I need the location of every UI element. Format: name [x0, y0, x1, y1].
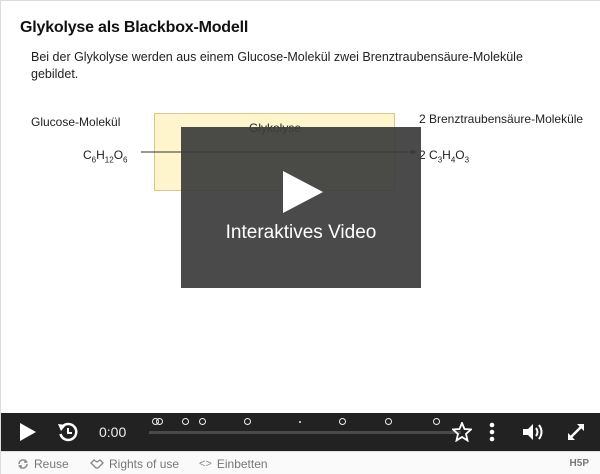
interaction-marker[interactable] [385, 418, 392, 425]
star-icon [452, 422, 472, 442]
current-time: 0:00 [99, 424, 127, 440]
reuse-button[interactable]: Reuse [17, 457, 69, 471]
input-label: Glucose-Molekül [31, 115, 121, 129]
more-options-button[interactable] [481, 413, 503, 451]
interaction-marker[interactable] [244, 418, 251, 425]
rewind-10-button[interactable] [51, 413, 85, 451]
h5p-footer: Reuse Rights of use <> Einbetten H5P [1, 451, 600, 474]
vertical-dots-icon [489, 422, 495, 442]
code-icon: <> [199, 458, 212, 470]
interaction-marker[interactable] [199, 418, 206, 425]
progress-bar[interactable] [149, 431, 461, 434]
rights-of-use-button[interactable]: Rights of use [90, 457, 179, 471]
embed-button[interactable]: <> Einbetten [199, 457, 268, 471]
rights-of-use-label: Rights of use [109, 457, 180, 471]
output-label: 2 Brenztraubensäure-Moleküle [419, 112, 584, 126]
glucose-formula: C6H12O6 [83, 148, 128, 165]
interaction-marker[interactable] [182, 418, 189, 425]
volume-icon [523, 424, 543, 440]
play-button[interactable] [9, 413, 47, 451]
video-start-overlay[interactable]: Interaktives Video [181, 127, 421, 288]
slide-area: Glykolyse als Blackbox-Modell Bei der Gl… [1, 1, 600, 413]
reuse-icon [18, 459, 28, 469]
mute-button[interactable] [519, 413, 549, 451]
interaction-marker[interactable] [339, 418, 346, 425]
handshake-icon [90, 459, 104, 469]
rewind-icon [58, 422, 78, 442]
reuse-label: Reuse [34, 457, 69, 471]
h5p-logo[interactable]: H5P [569, 458, 589, 469]
play-icon [20, 423, 36, 441]
pyruvic-acid-formula: 2 C3H4O3 [419, 148, 470, 165]
fullscreen-icon [568, 424, 584, 440]
play-large-icon[interactable] [281, 169, 325, 215]
interaction-marker[interactable] [433, 418, 440, 425]
interaction-marker[interactable] [156, 418, 163, 425]
slide-title: Glykolyse als Blackbox-Modell [20, 19, 249, 36]
fullscreen-button[interactable] [561, 413, 591, 451]
slide-intro-text: Bei der Glykolyse werden aus einem Gluco… [31, 50, 523, 81]
bookmarks-button[interactable] [449, 413, 475, 451]
overlay-caption: Interaktives Video [225, 222, 377, 243]
embed-label: Einbetten [216, 457, 268, 471]
video-control-bar: 0:00 [1, 413, 600, 451]
interaction-marker[interactable] [299, 421, 301, 423]
